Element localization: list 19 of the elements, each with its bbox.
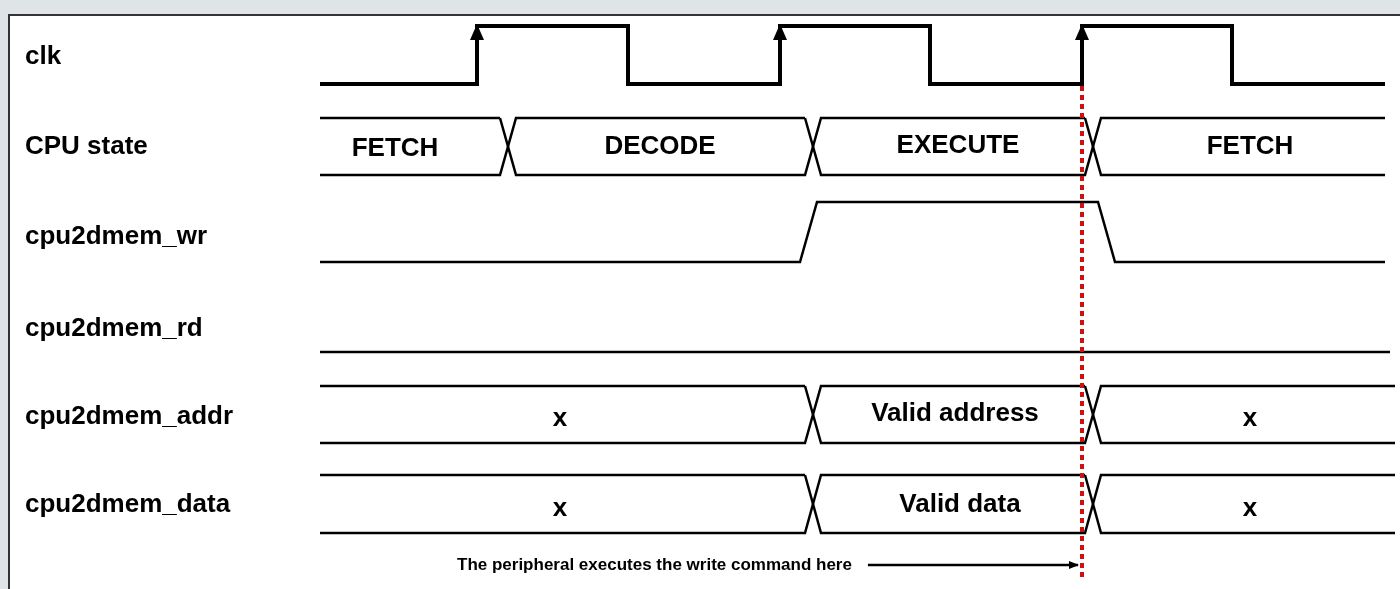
bus-value: x bbox=[552, 402, 568, 432]
signal-name: cpu2dmem_data bbox=[25, 488, 231, 518]
bus-value: FETCH bbox=[351, 132, 439, 162]
bus-value: x bbox=[1242, 402, 1258, 432]
annotation-text: The peripheral executes the write command here bbox=[457, 555, 852, 575]
signal-name: CPU state bbox=[25, 130, 148, 160]
bus-value: x bbox=[552, 492, 568, 522]
signal-name: clk bbox=[25, 40, 62, 70]
bus-value: Valid address bbox=[871, 397, 1039, 427]
bus-value: DECODE bbox=[604, 130, 716, 160]
arrow bbox=[867, 561, 1079, 569]
marker-line bbox=[1080, 86, 1084, 578]
bus-value: FETCH bbox=[1206, 130, 1294, 160]
signal-name: cpu2dmem_rd bbox=[25, 312, 203, 342]
bus-value: x bbox=[1242, 492, 1258, 522]
signal-name: cpu2dmem_addr bbox=[25, 400, 234, 430]
bus-value: EXECUTE bbox=[896, 129, 1020, 159]
signal-name: cpu2dmem_wr bbox=[25, 220, 208, 250]
bus-value: Valid data bbox=[899, 488, 1021, 518]
